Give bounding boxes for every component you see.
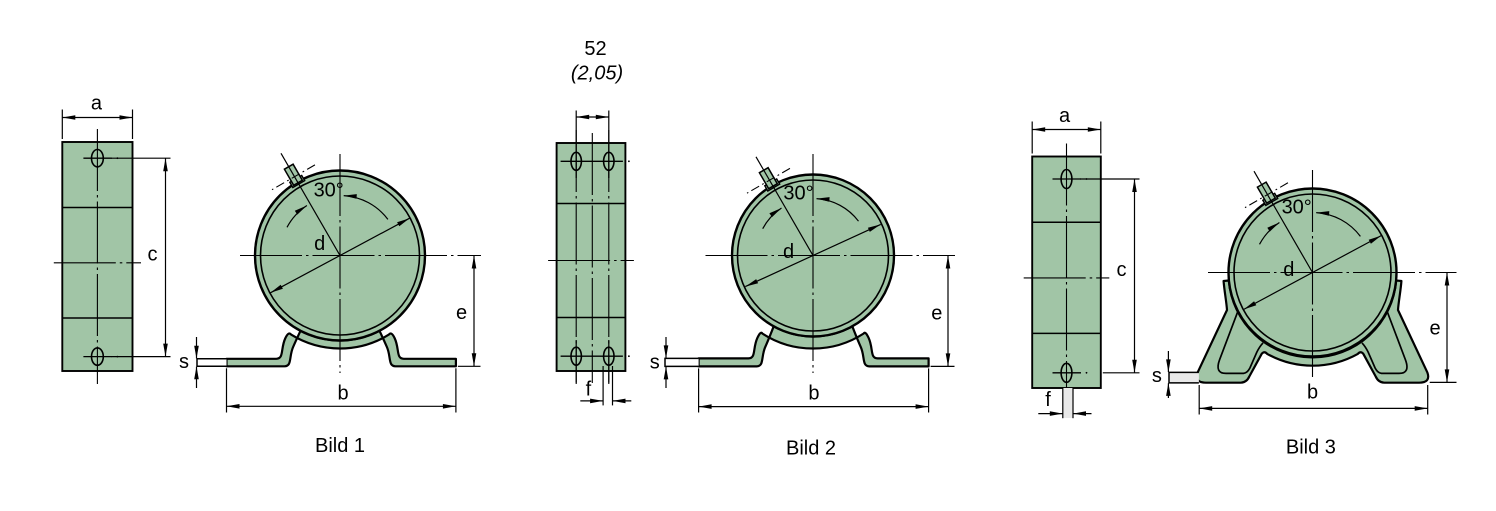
svg-text:52: 52 xyxy=(584,38,606,60)
svg-text:s: s xyxy=(650,352,660,374)
svg-text:b: b xyxy=(1307,382,1318,404)
svg-text:Bild 3: Bild 3 xyxy=(1286,437,1336,459)
svg-text:(2,05): (2,05) xyxy=(571,63,623,85)
svg-text:a: a xyxy=(1059,105,1071,127)
svg-text:d: d xyxy=(314,233,325,255)
svg-text:b: b xyxy=(808,383,819,405)
svg-text:b: b xyxy=(337,383,348,405)
svg-text:e: e xyxy=(456,302,467,324)
svg-text:e: e xyxy=(1429,318,1440,340)
svg-text:30°: 30° xyxy=(314,179,344,201)
svg-text:d: d xyxy=(783,241,794,263)
svg-text:s: s xyxy=(179,351,189,373)
svg-text:c: c xyxy=(1117,259,1127,281)
svg-text:s: s xyxy=(1152,365,1162,387)
svg-text:c: c xyxy=(148,244,158,266)
svg-text:f: f xyxy=(1045,389,1051,411)
svg-text:f: f xyxy=(586,379,592,401)
svg-text:30°: 30° xyxy=(1282,197,1312,219)
svg-text:e: e xyxy=(931,303,942,325)
svg-text:Bild 1: Bild 1 xyxy=(315,435,365,457)
svg-text:30°: 30° xyxy=(783,183,813,205)
svg-text:d: d xyxy=(1283,259,1294,281)
svg-text:a: a xyxy=(91,93,103,115)
svg-text:Bild 2: Bild 2 xyxy=(786,438,836,460)
